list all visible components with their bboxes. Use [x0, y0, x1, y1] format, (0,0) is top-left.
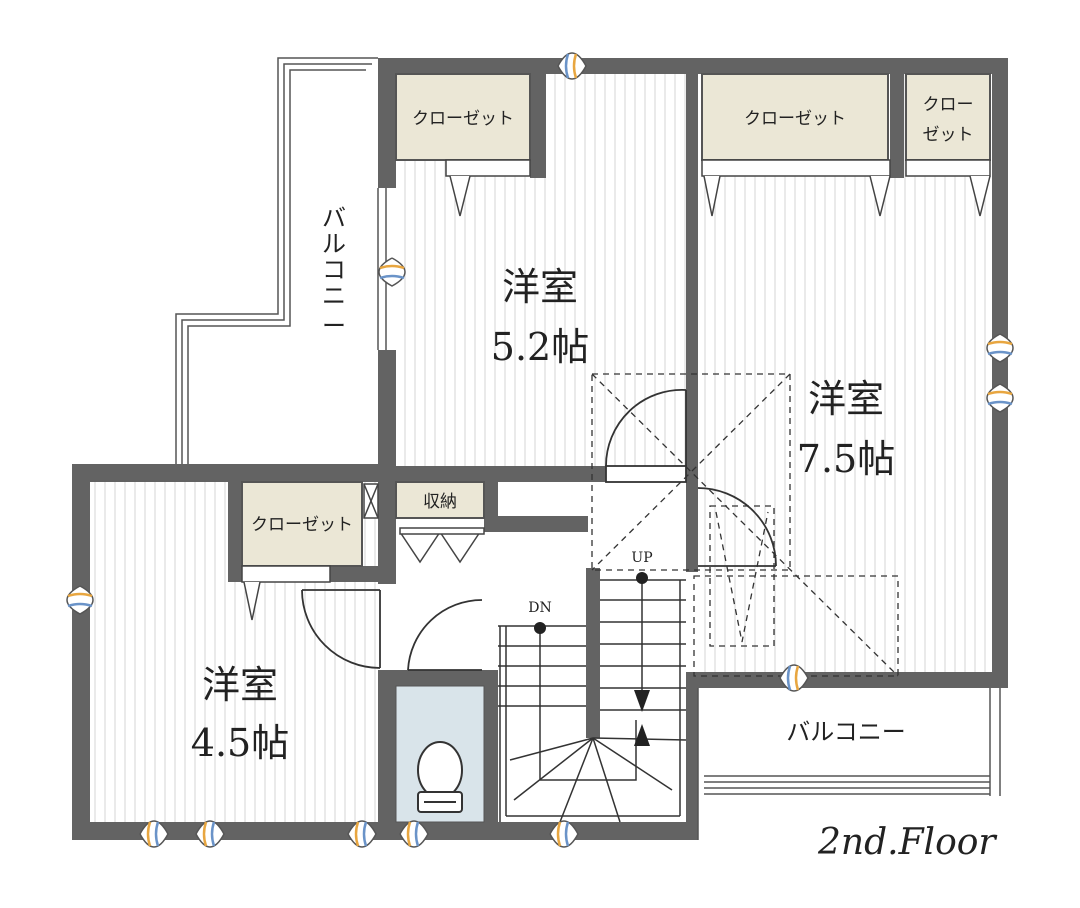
closet-right-main: [701, 73, 889, 161]
closet-right-small: [905, 73, 991, 161]
room-right-name: 洋室: [808, 377, 884, 421]
stair-up-label: UP: [631, 550, 652, 566]
walls: [72, 58, 1008, 840]
stair-up-dot: [636, 572, 648, 584]
closet-right-small-label-2: ゼット: [923, 125, 974, 145]
svg-text:ル: ル: [322, 230, 346, 258]
stair-up-arrow: [634, 690, 650, 712]
stair-dn-label: DN: [528, 600, 551, 616]
closet-right-main-label: クローゼット: [744, 109, 846, 129]
floor-label: 2nd.Floor: [818, 822, 996, 863]
balcony-left: [175, 57, 387, 464]
stair-dn-arrow: [634, 724, 650, 746]
svg-text:ー: ー: [322, 312, 346, 340]
dashed-overlay: [591, 373, 899, 677]
balcony-bottom-label: バルコニー: [786, 718, 906, 746]
closet-doors: [241, 159, 991, 621]
balcony-left-label: バ ル コ ニ ー: [322, 204, 346, 340]
storage-label: 収納: [423, 492, 457, 512]
svg-text:コ: コ: [322, 256, 346, 284]
closet-top: [395, 73, 531, 161]
room-right-size: 7.5帖: [797, 437, 895, 481]
storage-box: [395, 481, 485, 519]
room-top-name: 洋室: [502, 265, 578, 309]
room-top-size: 5.2帖: [491, 325, 589, 369]
room-left-name: 洋室: [202, 663, 278, 707]
pipe-shaft: [363, 483, 379, 519]
closet-top-label: クローゼット: [412, 109, 514, 129]
staircase: [498, 578, 687, 823]
closet-left: [241, 481, 363, 567]
room-left-size: 4.5帖: [191, 721, 289, 765]
stair-dn-dot: [534, 622, 546, 634]
svg-text:バ: バ: [322, 204, 346, 232]
closet-left-label: クローゼット: [251, 515, 353, 535]
toilet-icon: [417, 741, 463, 813]
closet-right-small-label-1: クロー: [923, 95, 974, 115]
svg-text:ニ: ニ: [322, 282, 346, 310]
door-swing-icon: [301, 389, 777, 671]
balcony-bottom: [697, 688, 1001, 840]
window-vent-icon: [66, 52, 1014, 848]
